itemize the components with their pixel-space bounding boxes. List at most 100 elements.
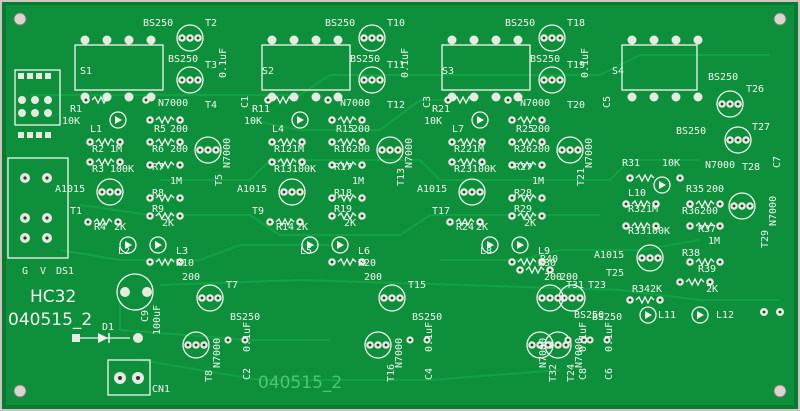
transistor-label: T19 — [567, 60, 585, 71]
resistor-label: R12 — [274, 144, 292, 155]
resistor-value: 2K — [344, 218, 356, 229]
ds1-pads — [20, 173, 52, 243]
mounting-hole-bottom-right — [773, 384, 787, 398]
capacitor-value: 0.1uF — [400, 48, 411, 78]
resistor-value: 100K — [472, 164, 496, 175]
resistor-value: 1M — [352, 176, 364, 187]
c9-label: C9 — [140, 310, 151, 322]
copper-traces — [30, 53, 780, 382]
transistor-label: T17 — [432, 206, 450, 217]
transistor-type-label: BS250 — [676, 126, 706, 137]
resistor-value: 200 — [700, 206, 718, 217]
resistor-label: R19 — [334, 204, 352, 215]
capacitor-value: 0.1uF — [424, 322, 435, 352]
mounting-hole-top-right — [773, 12, 787, 26]
d1-label: D1 — [102, 322, 114, 333]
transistor-label: T25 — [606, 268, 624, 279]
resistor-value: 2K — [524, 218, 536, 229]
transistor-label: T4 — [205, 100, 217, 111]
resistor-label: R30 — [538, 258, 556, 269]
transistor-label: T27 — [752, 122, 770, 133]
resistor-value: 100K — [110, 164, 134, 175]
resistor-value: 200 — [532, 144, 550, 155]
transistor-label: T23 — [588, 280, 606, 291]
resistor-value: 200 — [352, 144, 370, 155]
transistor-type-label: BS250 — [708, 72, 738, 83]
transistor-type-label: N7000 — [404, 138, 415, 168]
resistor-label: R27 — [514, 162, 532, 173]
switch-label: S4 — [612, 66, 624, 77]
transistor-type-label: BS250 — [168, 54, 198, 65]
resistor-value: 2K — [650, 284, 662, 295]
board-code-bottom: 040515_2 — [258, 373, 342, 393]
led-label: L2 — [118, 246, 130, 257]
resistor-label: R9 — [152, 204, 164, 215]
transistor-label: T20 — [567, 100, 585, 111]
resistor-value: 10K — [62, 116, 80, 127]
transistor-label: T7 — [226, 280, 238, 291]
resistor-value: 1M — [110, 144, 122, 155]
resistor-label: R8 — [152, 188, 164, 199]
switch-label: S3 — [442, 66, 454, 77]
resistor-value: 200 — [352, 124, 370, 135]
resistor-label: R25 — [516, 124, 534, 135]
transistor-label: T12 — [387, 100, 405, 111]
resistor-label: R33 — [628, 226, 646, 237]
resistor-label: R32 — [628, 204, 646, 215]
resistor-label: R31 — [622, 158, 640, 169]
board-code: 040515_2 — [8, 310, 92, 330]
resistor-label: R10 — [176, 258, 194, 269]
transistor-type-label: N7000 — [574, 338, 585, 368]
transistor-label: T10 — [387, 18, 405, 29]
cn1-label: CN1 — [152, 384, 170, 395]
transistor-type-label: N7000 — [394, 338, 405, 368]
resistor-value: 10K — [662, 158, 680, 169]
capacitor-value: 0.1uF — [604, 322, 615, 352]
transistor-type-label: BS250 — [505, 18, 535, 29]
transistor-type-label: N7000 — [222, 138, 233, 168]
resistor-value: 1M — [532, 176, 544, 187]
resistor-value: 200 — [170, 124, 188, 135]
resistor-value: 10K — [424, 116, 442, 127]
transistor-type-label: BS250 — [530, 54, 560, 65]
resistor-label: R14 — [276, 222, 294, 233]
resistor-value: 10K — [244, 116, 262, 127]
transistor-label: T9 — [252, 206, 264, 217]
dip-header-pads-lower — [18, 132, 51, 138]
resistor-value: 1M — [646, 204, 658, 215]
transistor-label: T3 — [205, 60, 217, 71]
transistor-label: T32 — [548, 364, 559, 382]
resistor-label: R38 — [682, 248, 700, 259]
led-label: L1 — [90, 124, 102, 135]
led-label: L5 — [300, 246, 312, 257]
resistor-label: R17 — [334, 162, 352, 173]
resistor-value: 1M — [170, 176, 182, 187]
resistor-label: R16 — [334, 144, 352, 155]
led-label: L7 — [452, 124, 464, 135]
resistor-value: 1M — [292, 144, 304, 155]
component-pads — [82, 24, 784, 359]
resistor-label: R29 — [514, 204, 532, 215]
led-label: L12 — [716, 310, 734, 321]
resistor-label: R3 — [92, 164, 104, 175]
capacitor-label: C6 — [604, 368, 615, 380]
capacitor-value: 0.1uF — [580, 48, 591, 78]
resistor-label: R1 — [70, 104, 82, 115]
resistor-value: 2K — [114, 222, 126, 233]
resistor-value: 2K — [706, 284, 718, 295]
resistor-value: 1M — [708, 236, 720, 247]
transistor-type-label: A1015 — [594, 250, 624, 261]
resistor-value: 200 — [170, 144, 188, 155]
c9-value: 100uF — [152, 305, 163, 335]
capacitor-value: 0.1uF — [218, 48, 229, 78]
capacitor-value: 0.1uF — [578, 322, 589, 352]
transistor-type-label: A1015 — [417, 184, 447, 195]
transistor-type-label: BS250 — [350, 54, 380, 65]
transistor-type-label: A1015 — [55, 184, 85, 195]
resistor-value: 200 — [182, 272, 200, 283]
transistor-type-label: BS250 — [325, 18, 355, 29]
g-label: G — [22, 266, 28, 277]
transistor-label: T2 — [205, 18, 217, 29]
